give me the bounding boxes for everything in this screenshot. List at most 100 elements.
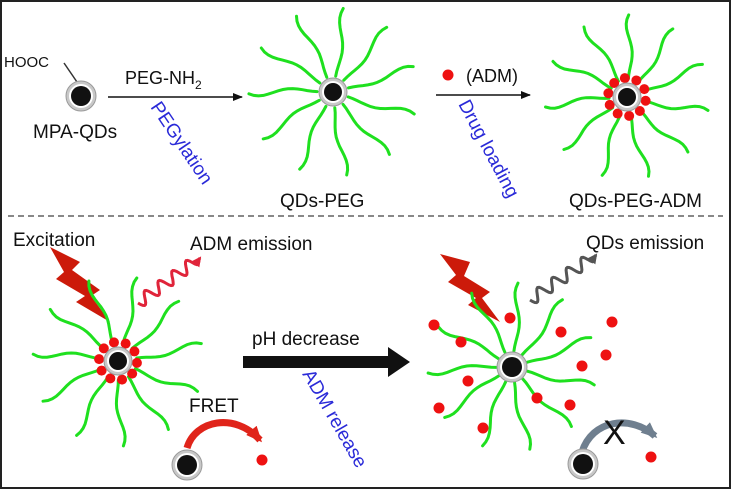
qd-core <box>71 86 91 106</box>
peg-strand <box>520 298 564 357</box>
peg-strand <box>334 7 345 78</box>
excitation-label: Excitation <box>13 230 95 251</box>
peg-strand <box>582 25 620 83</box>
adm-dot <box>619 73 630 84</box>
peg-strand <box>121 276 139 345</box>
adm-dot <box>98 343 109 354</box>
peg-strand <box>624 13 634 81</box>
released-qd-particle <box>426 281 596 451</box>
qds-emission-label: QDs emission <box>586 233 704 254</box>
qd-core <box>324 83 342 101</box>
peg-strand <box>642 62 704 93</box>
drug-loading-label: Drug loading <box>454 96 523 201</box>
adm-legend-label: (ADM) <box>466 66 518 86</box>
peg-strand <box>135 341 203 360</box>
peg-strand <box>114 378 127 448</box>
fret-qd-particle <box>171 449 203 481</box>
peg-strand <box>481 380 508 448</box>
mpa-qd-particle <box>65 80 97 112</box>
peg-strand <box>41 367 103 403</box>
peg-strand <box>48 307 105 351</box>
adm-release-label: ADM release <box>298 366 371 472</box>
peg-strand <box>130 299 181 350</box>
adm-dot <box>96 365 107 376</box>
adm-dot <box>603 88 614 99</box>
peg-strand <box>512 281 521 353</box>
adm-dot <box>428 319 440 331</box>
peg-strand <box>636 27 675 85</box>
curved-arrow-icon <box>183 419 263 450</box>
qds-peg-particle <box>247 7 416 177</box>
adm-legend-dot <box>442 69 454 81</box>
adm-dot <box>433 402 445 414</box>
adm-dot <box>604 99 615 110</box>
adm-dot <box>108 337 119 348</box>
adm-dot <box>462 375 474 387</box>
peg-strand <box>133 367 199 393</box>
peg-strand <box>443 374 501 419</box>
fret-adm-dot <box>256 454 268 466</box>
peg-strand <box>295 14 329 79</box>
peg-strand <box>87 279 114 345</box>
released-adm-dots <box>428 312 618 434</box>
adm-dot <box>455 336 467 348</box>
peg-strand <box>525 336 593 364</box>
hooc-ligand-line <box>63 62 78 83</box>
wavy-arrow-icon <box>137 256 202 308</box>
mpa-qds-label: MPA-QDs <box>33 122 117 143</box>
peg-strand <box>333 106 350 177</box>
peg-strand <box>470 291 507 355</box>
peg-strand <box>525 369 596 387</box>
wavy-arrow-icon <box>529 253 598 305</box>
peg-strand <box>347 64 415 90</box>
peg-strand <box>342 25 389 82</box>
ph-decrease-arrow <box>243 347 410 377</box>
qd-core <box>618 88 636 106</box>
peg-strand <box>75 375 110 437</box>
hooc-label: HOOC <box>4 54 49 71</box>
adm-dot <box>631 75 642 86</box>
qd-core <box>177 455 197 475</box>
qds-peg-adm-particle <box>544 13 710 178</box>
peg-strand <box>629 113 651 178</box>
adm-dot <box>131 357 142 368</box>
adm-dot <box>117 374 128 385</box>
adm-dot <box>600 349 612 361</box>
peg-strand <box>261 98 321 141</box>
peg-nh2-label: PEG-NH2 <box>125 68 202 92</box>
peg-strand <box>127 375 170 431</box>
peg-strand <box>600 112 623 177</box>
adm-dot <box>612 108 623 119</box>
peg-strand <box>521 377 573 428</box>
peg-strand <box>638 108 690 154</box>
adm-dot <box>105 373 116 384</box>
adm-dot <box>639 84 650 95</box>
peg-strand <box>436 325 500 361</box>
peg-strand <box>426 364 498 377</box>
peg-strand <box>551 59 613 90</box>
adm-dot <box>564 399 576 411</box>
peg-strand <box>544 96 611 110</box>
adm-dot <box>609 78 620 89</box>
peg-strand <box>346 95 416 116</box>
adm-emission-label: ADM emission <box>190 234 312 255</box>
qds-peg-label: QDs-PEG <box>280 191 364 212</box>
adm-dot <box>504 312 516 324</box>
lightning-bolt-icon <box>50 247 110 322</box>
ph-decrease-label: pH decrease <box>252 329 360 350</box>
adm-dot <box>127 368 138 379</box>
adm-dot <box>477 422 489 434</box>
blocked-qd-particle <box>567 448 599 480</box>
peg-strand <box>341 102 391 156</box>
blocked-mark: X <box>603 414 626 452</box>
adm-dot <box>606 316 618 328</box>
peg-strand <box>562 106 615 151</box>
qd-core <box>109 352 127 370</box>
lightning-bolt-icon <box>440 254 500 322</box>
adm-dot <box>624 110 635 121</box>
qd-core <box>573 454 593 474</box>
qds-peg-adm-label: QDs-PEG-ADM <box>569 191 702 212</box>
